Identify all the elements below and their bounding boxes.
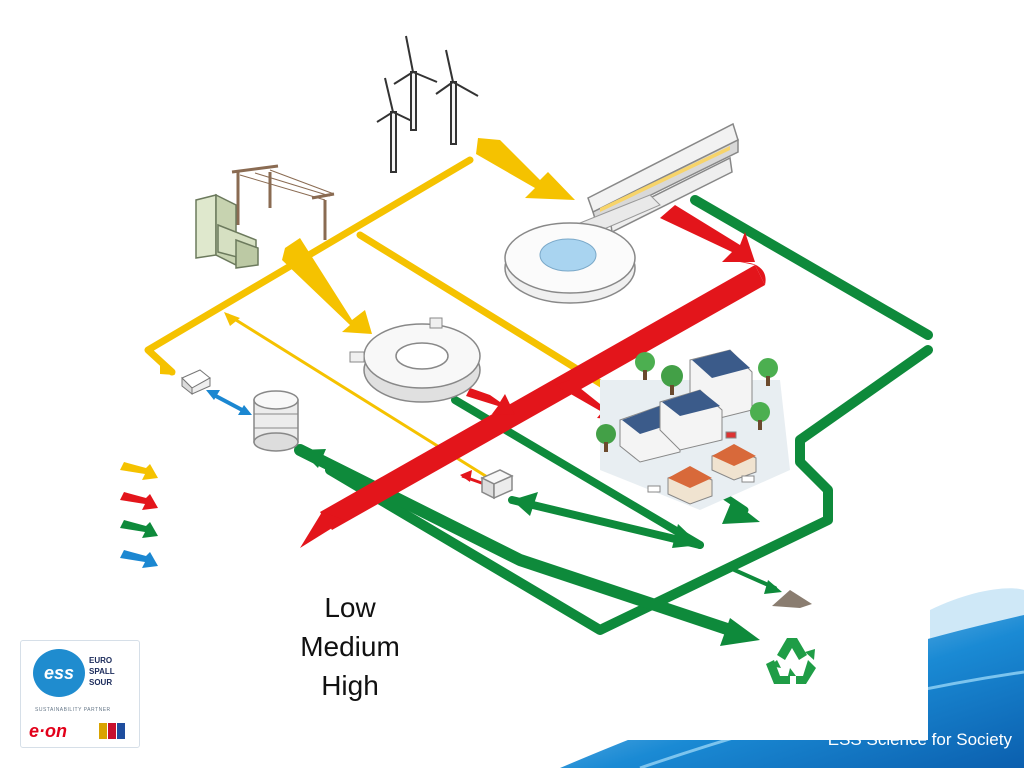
substation-icon: [195, 193, 259, 269]
legend-arrow-blue: [120, 550, 158, 568]
logo-wordmark: EURO SPALL SOUR: [89, 655, 115, 688]
recycle-icon: [766, 638, 816, 684]
blue-flow: [206, 390, 252, 415]
heat-exchanger-icon: [480, 469, 514, 500]
eon-logo: e·on: [29, 721, 67, 741]
soil-heap-icon: [772, 590, 812, 608]
diagram-panel: [105, 0, 928, 740]
linac-tunnel-icon: [587, 122, 739, 234]
legend-medium: Medium: [300, 631, 400, 662]
target-station-icon: [504, 194, 661, 304]
power-line-icon: [231, 164, 335, 240]
legend-arrow-red: [120, 492, 158, 510]
footer-tagline: ESS Science for Society: [827, 730, 1012, 749]
ess-logo: ess EURO SPALL SOUR SUSTAINABILITY PARTN…: [20, 640, 140, 748]
logo-partner-text: SUSTAINABILITY PARTNER: [35, 707, 111, 713]
red-flows: [300, 205, 766, 548]
flag-icon: [99, 723, 125, 739]
legend-arrow-green: [120, 520, 158, 538]
legend-high: High: [321, 670, 379, 701]
residential-buildings-icon: [596, 349, 790, 510]
ess-mark: ess: [33, 649, 85, 697]
delivery-van-icon: [181, 369, 211, 396]
green-arrowheads: [300, 449, 782, 646]
logo-line-3: SOUR: [89, 678, 113, 687]
legend-labels: Low Medium High: [250, 588, 450, 705]
legend-low: Low: [324, 592, 376, 623]
accumulator-ring-icon: [349, 317, 481, 403]
wind-turbine-icon: [376, 35, 479, 173]
legend-arrow-yellow: [120, 462, 158, 480]
water-tank-icon: [253, 390, 299, 452]
logo-line-1: EURO: [89, 656, 113, 665]
logo-line-2: SPALL: [89, 667, 115, 676]
